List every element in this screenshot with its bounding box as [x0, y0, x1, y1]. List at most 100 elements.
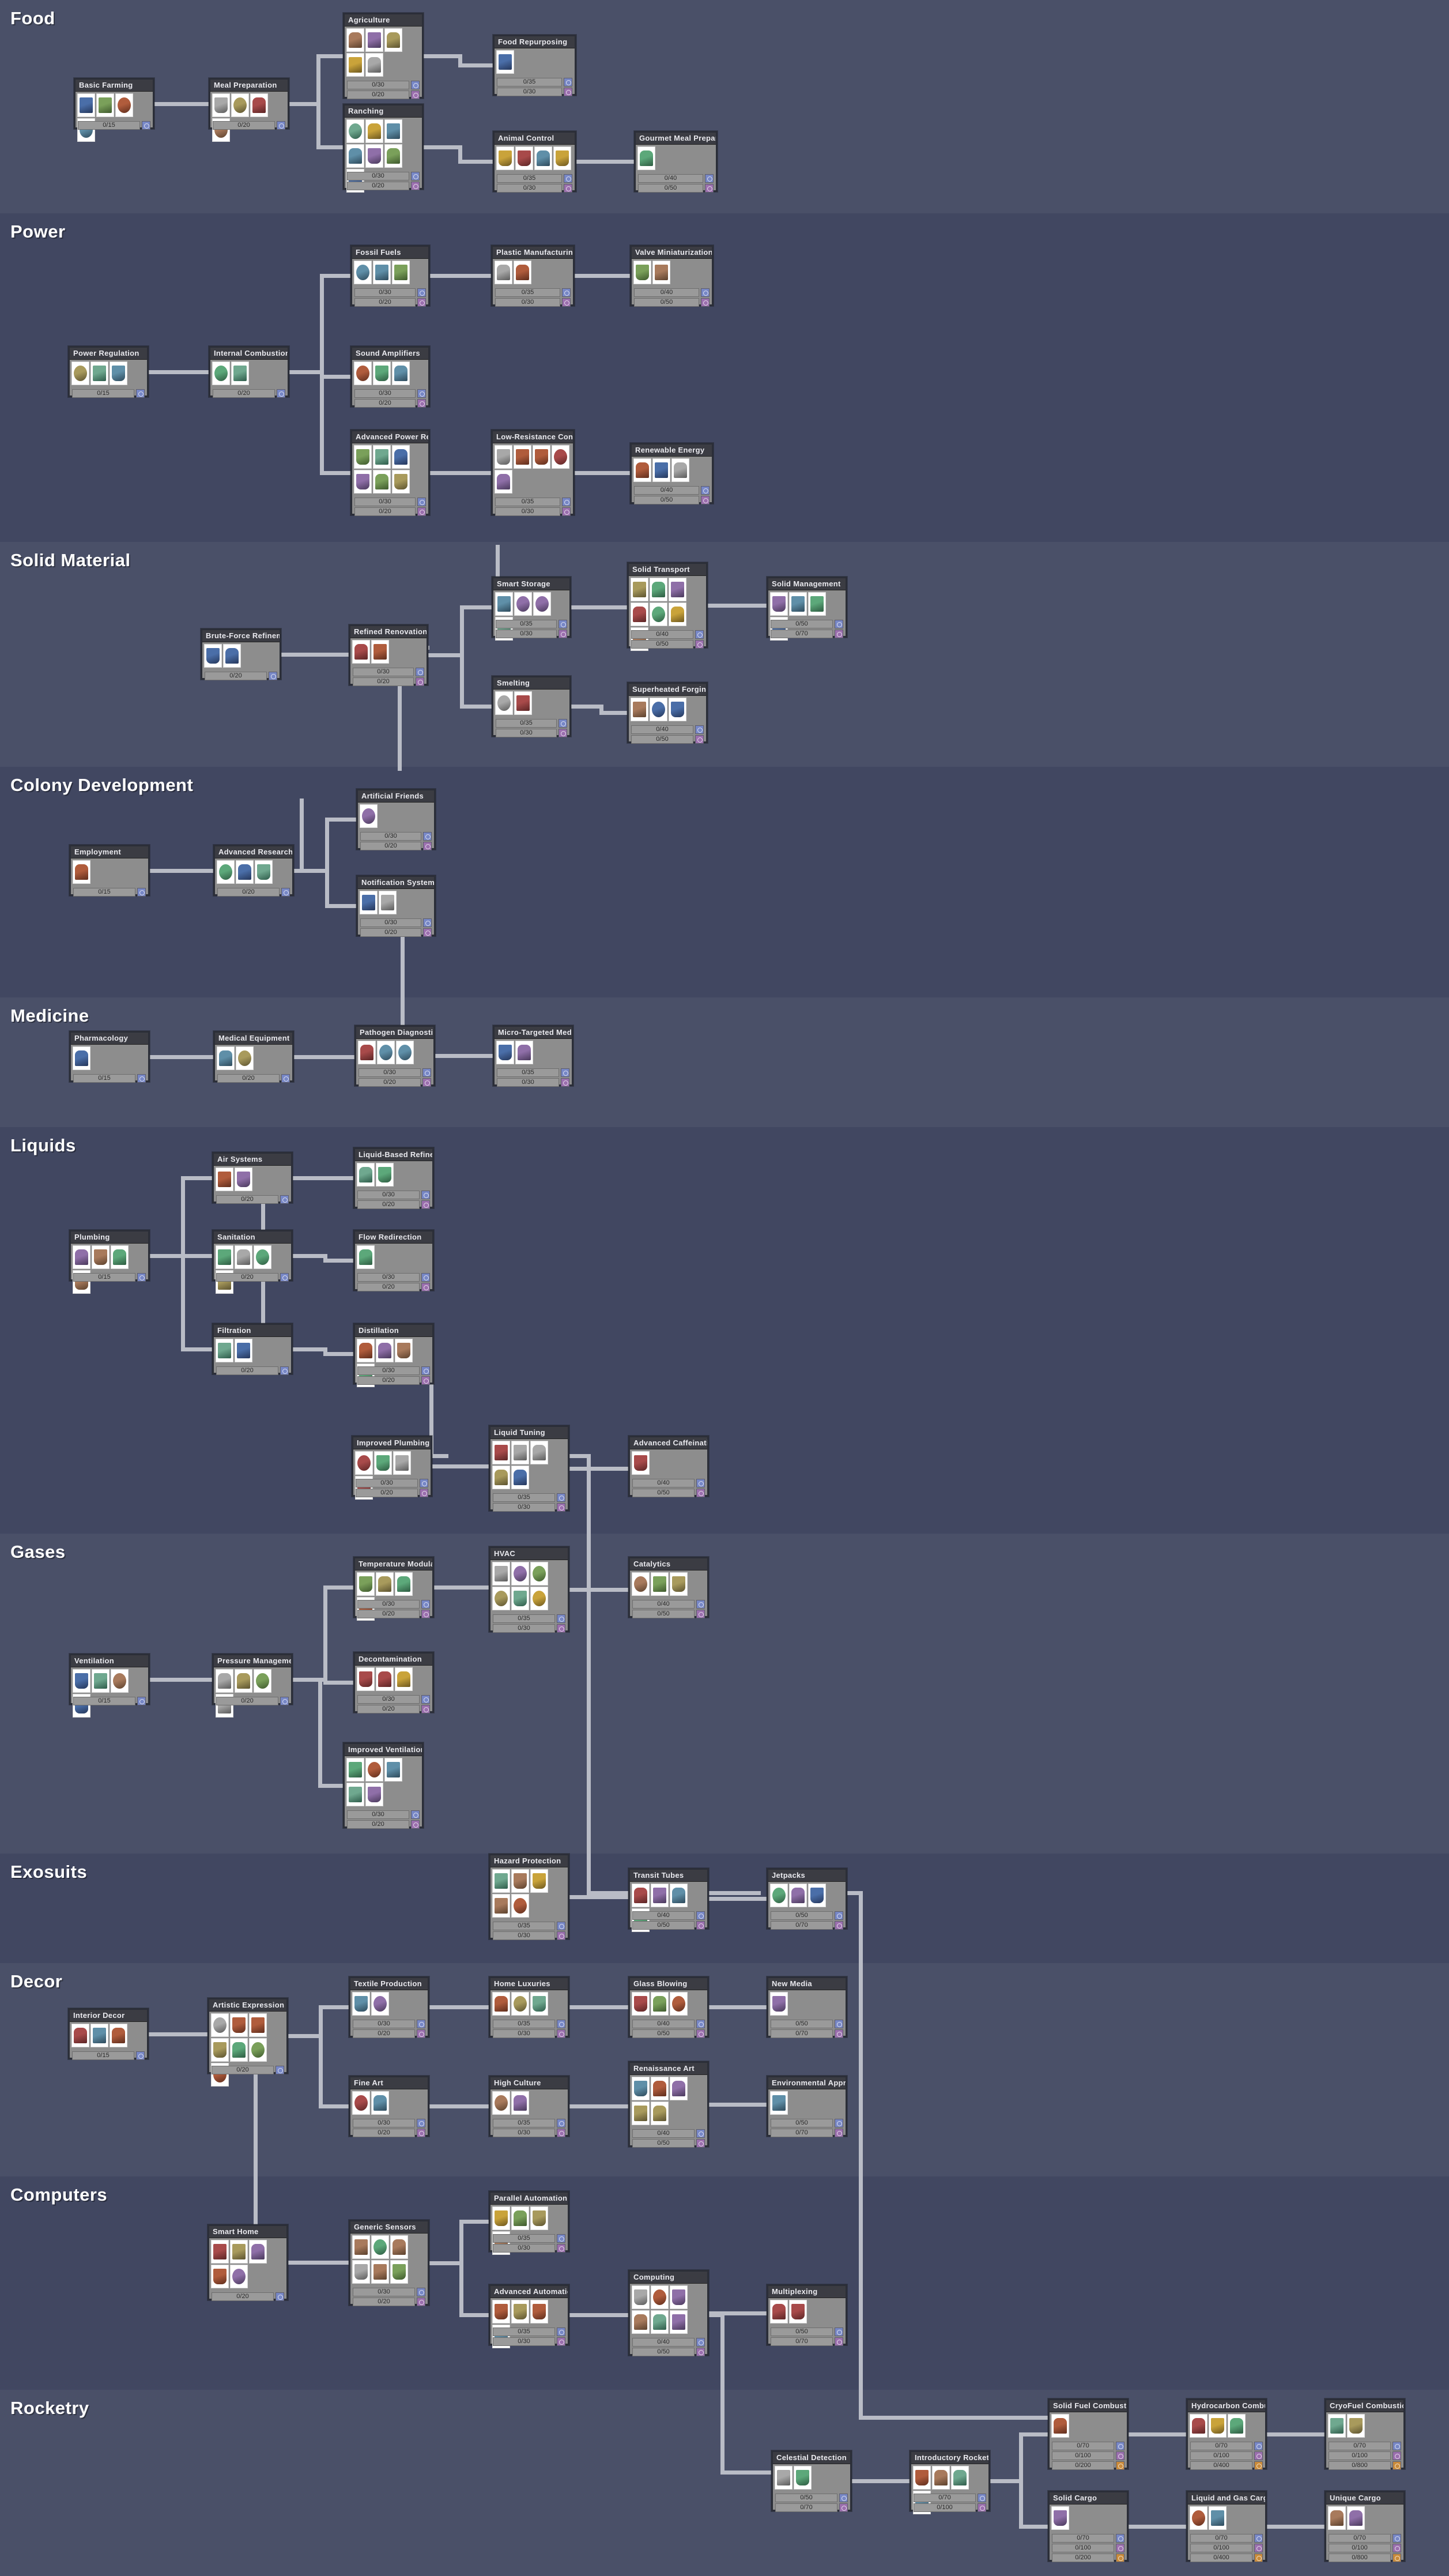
automation-wire-icon[interactable]	[230, 2265, 248, 2288]
sculpting-block-icon[interactable]	[255, 860, 273, 884]
research-module-icon[interactable]	[932, 2466, 950, 2490]
tube-access-icon[interactable]	[651, 1884, 669, 1907]
temperature-sensor-icon[interactable]	[808, 592, 826, 616]
liquid-reservoir-icon[interactable]	[235, 1339, 252, 1362]
logic-gate-icon[interactable]	[352, 2260, 370, 2284]
rust-deoxidizer-icon[interactable]	[632, 1572, 650, 1596]
warning-sign-icon[interactable]	[379, 891, 397, 914]
metal-obelisk-icon[interactable]	[511, 2091, 529, 2115]
water-cooler-icon[interactable]	[216, 1168, 233, 1191]
gas-pump-icon[interactable]	[235, 1669, 252, 1693]
liquid-temp-sensor-icon[interactable]	[511, 1441, 529, 1464]
medical-cot-icon[interactable]	[236, 1046, 254, 1070]
research-station-icon[interactable]	[236, 860, 254, 884]
tile-icon[interactable]	[371, 640, 389, 664]
stone-obelisk-icon[interactable]	[371, 2091, 389, 2115]
landscape-mural-icon[interactable]	[770, 2091, 788, 2115]
glass-flask-icon[interactable]	[632, 1992, 650, 2016]
bronze-statue-icon[interactable]	[670, 2077, 688, 2100]
research-node-pathogen-diagnostics[interactable]: Pathogen Diagnostics0/300/20	[354, 1025, 435, 1087]
battery-icon[interactable]	[90, 361, 108, 385]
timer-sensor-icon[interactable]	[371, 2260, 389, 2284]
gas-temp-sensor-icon[interactable]	[530, 1562, 548, 1585]
liquid-valve-gold-icon[interactable]	[492, 1466, 510, 1489]
oil-refinery-2-icon[interactable]	[357, 1339, 375, 1362]
pressure-plate-icon[interactable]	[230, 2240, 248, 2264]
ladder-icon[interactable]	[352, 640, 370, 664]
wire-bridge-2-icon[interactable]	[514, 445, 531, 469]
liquid-reservoir-2-icon[interactable]	[374, 1451, 392, 1475]
signal-distributor-icon[interactable]	[789, 2300, 807, 2323]
microbe-musher-icon[interactable]	[212, 93, 230, 117]
rock-crusher-icon[interactable]	[204, 644, 222, 668]
light-sensor-icon[interactable]	[390, 2260, 408, 2284]
fish-feeder-icon[interactable]	[515, 146, 533, 170]
tube-crossing-icon[interactable]	[670, 1884, 688, 1907]
shower-icon[interactable]	[235, 1245, 252, 1269]
ribbon-reader-icon[interactable]	[530, 2206, 548, 2230]
jet-dock-icon[interactable]	[789, 1884, 807, 1907]
heavi-coil-icon[interactable]	[495, 470, 512, 494]
hand-sanitizer-icon[interactable]	[216, 1245, 233, 1269]
disease-scanner-icon[interactable]	[377, 1041, 395, 1064]
suit-locker-icon[interactable]	[492, 1894, 510, 1918]
auto-sweeper-icon[interactable]	[514, 592, 532, 616]
framed-painting-icon[interactable]	[352, 2091, 370, 2115]
desk-lamp-icon[interactable]	[670, 1992, 688, 2016]
conveyor-shutoff-icon[interactable]	[650, 602, 667, 626]
liquid-filter-icon[interactable]	[216, 1339, 233, 1362]
special-cargo-bay-icon[interactable]	[1347, 2506, 1365, 2530]
liquid-valve-icon[interactable]	[357, 1245, 375, 1269]
liquid-pump-icon[interactable]	[111, 1245, 129, 1269]
liquid-pipe-icon[interactable]	[73, 1245, 90, 1269]
atmo-suit-icon[interactable]	[492, 1869, 510, 1893]
ice-sculpture-icon[interactable]	[230, 2038, 248, 2062]
gold-frame-icon[interactable]	[492, 2091, 510, 2115]
insulated-tile-2-icon[interactable]	[395, 1572, 413, 1596]
lounge-chair-icon[interactable]	[511, 1992, 529, 2016]
gas-sensor-icon[interactable]	[390, 2235, 408, 2259]
sanitizer-station-icon[interactable]	[376, 1667, 394, 1691]
grill-press-icon[interactable]	[496, 50, 514, 74]
loud-speaker-icon[interactable]	[360, 891, 378, 914]
automation-bot-icon[interactable]	[392, 361, 410, 385]
solid-booster-icon[interactable]	[1051, 2414, 1069, 2438]
signal-tower-icon[interactable]	[651, 2285, 669, 2309]
research-node-brute-force-refinement[interactable]: Brute-Force Refinement0/20	[201, 628, 281, 680]
portrait-head-icon[interactable]	[651, 2102, 669, 2125]
element-sensor-icon[interactable]	[770, 592, 788, 616]
petri-dish-icon[interactable]	[396, 1041, 414, 1064]
power-control-station-icon[interactable]	[632, 2285, 650, 2309]
marble-block-icon[interactable]	[249, 2038, 267, 2062]
ore-scrubber-icon[interactable]	[357, 1163, 375, 1187]
